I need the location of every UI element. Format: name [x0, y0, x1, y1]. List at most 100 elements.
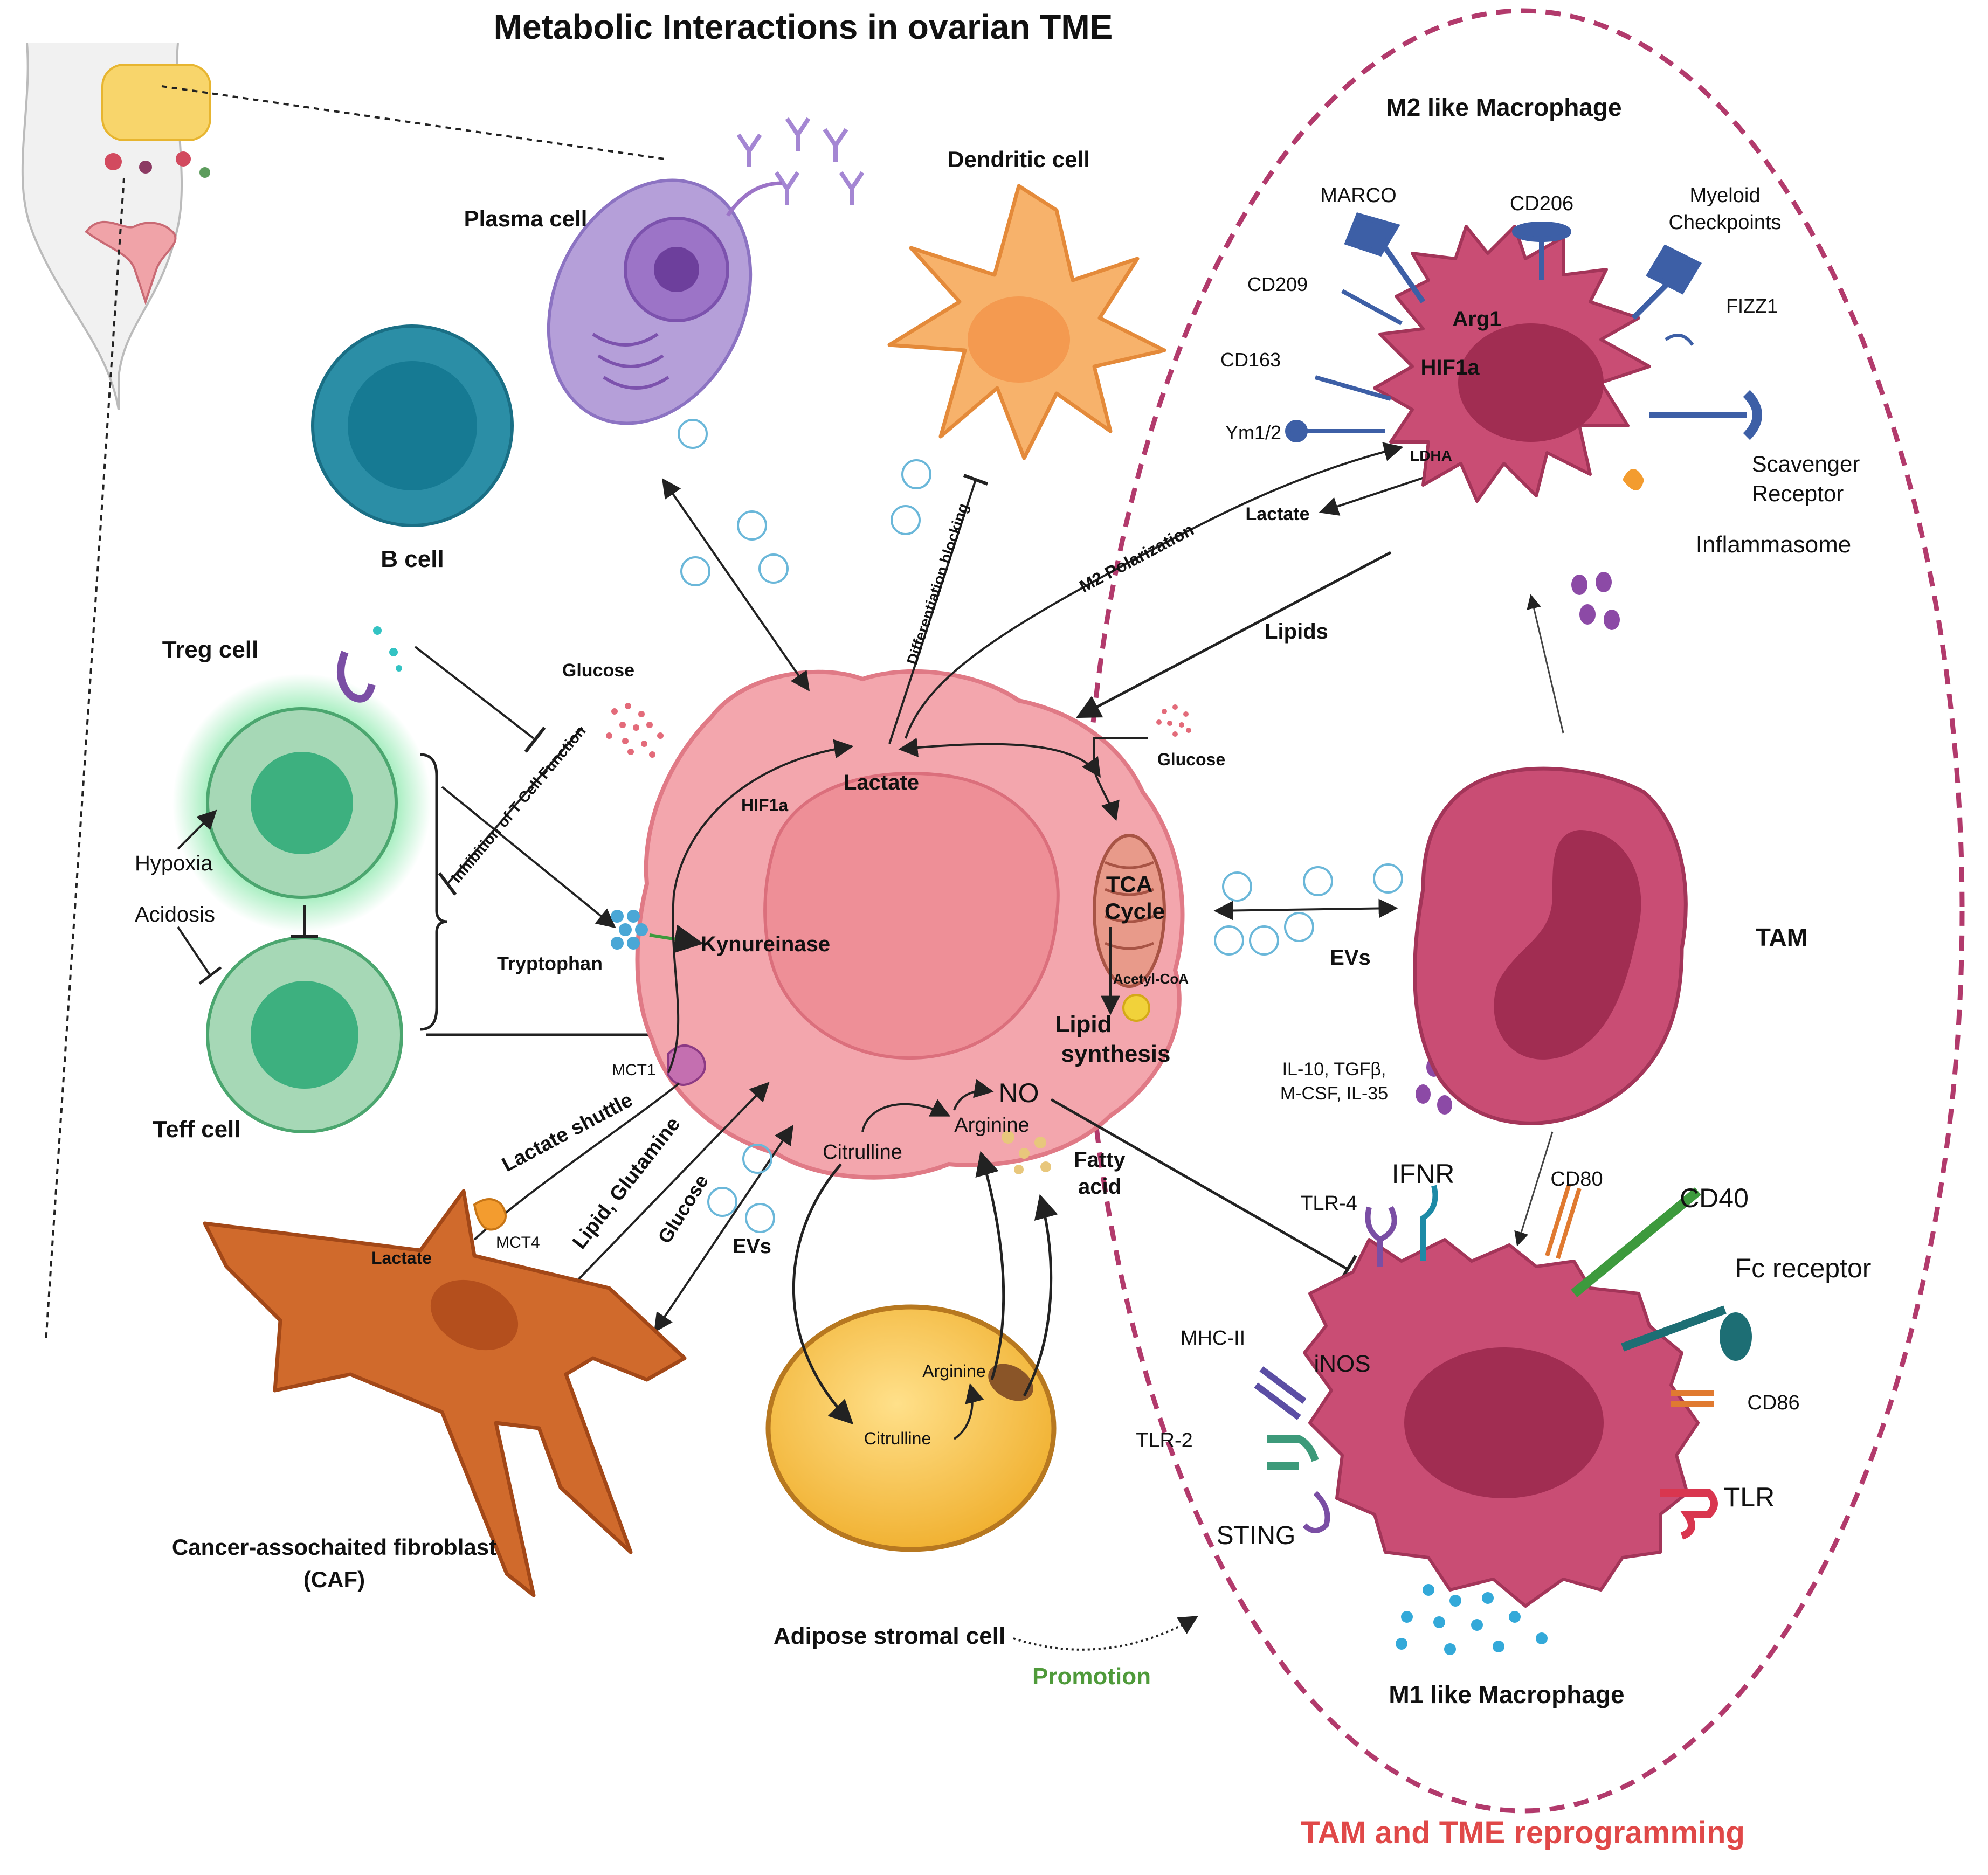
- tryptophan-to-kynureinase-arrow: [649, 924, 704, 954]
- diff-blocking-tbar: [963, 474, 989, 486]
- acidosis-label: Acidosis: [135, 903, 215, 926]
- citrulline-to-arginine-arrow: [861, 1099, 951, 1132]
- marker-ldha: LDHA: [1410, 447, 1452, 464]
- m1-secretion-dots: [1396, 1584, 1548, 1655]
- adipose-arginine-to-tumor-arrow: [975, 1151, 1005, 1380]
- marker-cd80: CD80: [1550, 1168, 1603, 1191]
- citrulline-adipose-label: Citrulline: [864, 1429, 931, 1448]
- marker-cd40: CD40: [1680, 1183, 1749, 1213]
- glucose-dots-top: [606, 703, 664, 758]
- mitochondrion: [1093, 834, 1166, 988]
- m1-receptors: [1254, 1185, 1752, 1540]
- marker-myeloid-2: Checkpoints: [1668, 211, 1781, 234]
- kynureinase-molecule: [611, 910, 648, 950]
- inhibition-tcell-label: Inhibition of T Cell Function: [448, 722, 589, 885]
- m2-receptors: [1285, 212, 1762, 442]
- glucose-caf-arrow: [653, 1125, 794, 1333]
- m2-polarization-arrow: [905, 442, 1404, 739]
- tca-label-2: Cycle: [1105, 898, 1165, 924]
- zoom-line-top: [161, 85, 669, 161]
- marker-cd86: CD86: [1747, 1392, 1799, 1414]
- lipid-synthesis-label-1: Lipid: [1055, 1011, 1112, 1037]
- adipose-fatty-acid-arrow: [1023, 1194, 1058, 1397]
- lipid-synthesis-label-2: synthesis: [1061, 1041, 1171, 1067]
- fatty-acid-label-2: acid: [1078, 1175, 1121, 1199]
- hif1a-tumor-label: HIF1a: [741, 795, 788, 815]
- teff-cell-label: Teff cell: [153, 1116, 240, 1143]
- marker-inflammasome: Inflammasome: [1696, 531, 1852, 558]
- marker-ym: Ym1/2: [1225, 421, 1281, 444]
- no-inhibits-m1-line: [1050, 1098, 1349, 1271]
- plasma-cell: [547, 178, 753, 425]
- glucose-right-label: Glucose: [1157, 750, 1225, 769]
- treg-inhibition-tbar: [524, 727, 546, 753]
- treg-cell-label: Treg cell: [162, 636, 259, 663]
- tam-to-m2-arrow: [1527, 594, 1564, 734]
- marker-fizz1: FIZZ1: [1726, 295, 1778, 317]
- kynureinase-label: Kynureinase: [701, 932, 830, 956]
- marker-mhc2: MHC-II: [1181, 1327, 1245, 1350]
- inhibition-tcell-line: [446, 727, 583, 885]
- marker-scavenger-1: Scavenger: [1752, 451, 1860, 476]
- plasma-cell-label: Plasma cell: [464, 206, 588, 231]
- lactate-shuttle-arrow: [667, 739, 854, 1073]
- tumor-cell: [635, 669, 1185, 1180]
- citrulline-to-arginine-adipose-arrow: [953, 1383, 984, 1440]
- tam-reprogramming-label: TAM and TME reprogramming: [1301, 1815, 1745, 1850]
- tca-to-lactate-arrow: [898, 738, 1101, 778]
- ev-icons: [678, 419, 1403, 1233]
- adipose-cell: [765, 1304, 1057, 1552]
- evs-bottom-label: EVs: [733, 1235, 771, 1258]
- marker-tlr2: TLR-2: [1136, 1429, 1193, 1452]
- marker-ifnr: IFNR: [1392, 1159, 1455, 1189]
- mct4-label: MCT4: [496, 1234, 540, 1251]
- fatty-acid-dots: [1002, 1131, 1051, 1174]
- marker-tlr: TLR: [1724, 1482, 1775, 1512]
- treg-inhibition-line: [414, 646, 535, 739]
- teff-cell: [206, 936, 403, 1133]
- caf-abbr-label: (CAF): [303, 1567, 365, 1592]
- tumor-citrulline-to-adipose-arrow: [792, 1163, 854, 1425]
- marker-myeloid-1: Myeloid: [1690, 184, 1761, 207]
- marker-cd206: CD206: [1510, 192, 1573, 215]
- lactate-m2-label: Lactate: [1245, 504, 1309, 524]
- antibody-icons: [726, 117, 865, 217]
- m2-macrophage: [1373, 225, 1651, 503]
- fatty-acid-label-1: Fatty: [1074, 1148, 1126, 1172]
- m1-label: M1 like Macrophage: [1389, 1680, 1624, 1708]
- arginine-adipose-label: Arginine: [922, 1361, 985, 1381]
- evs-right-label: EVs: [1330, 946, 1371, 970]
- tumor-tam-evs-arrow: [1213, 898, 1398, 921]
- marker-scavenger-2: Receptor: [1752, 481, 1844, 506]
- body-silhouette-illustration: [21, 43, 211, 410]
- tam-cell: [1413, 766, 1688, 1125]
- b-cell: [311, 324, 514, 527]
- acetyl-coa-label: Acetyl-CoA: [1113, 971, 1189, 987]
- glucose-caf-label: Glucose: [653, 1171, 713, 1247]
- m2-lactate-arrow: [1319, 473, 1434, 516]
- adipose-label: Adipose stromal cell: [774, 1623, 1005, 1649]
- hypoxia-to-treg-arrow: [177, 809, 217, 850]
- promotion-arrow: [1013, 1616, 1199, 1651]
- caf-label: Cancer-assochaited fibroblast: [172, 1534, 496, 1560]
- glucose-top-label: Glucose: [562, 660, 634, 681]
- promotion-label: Promotion: [1032, 1663, 1151, 1690]
- marker-sting: STING: [1217, 1521, 1296, 1550]
- marker-fc: Fc receptor: [1735, 1253, 1872, 1283]
- citrulline-tumor-label: Citrulline: [823, 1141, 902, 1164]
- treg-cell: [172, 626, 431, 932]
- m2-label: M2 like Macrophage: [1386, 93, 1621, 121]
- lipid-droplet: [1122, 994, 1150, 1022]
- glucose-dots-right: [1156, 704, 1191, 737]
- marker-hif1a: HIF1a: [1421, 356, 1480, 379]
- tryptophan-label: Tryptophan: [497, 952, 603, 974]
- cytokine-dots-top: [1571, 572, 1620, 630]
- treg-to-kynureinase-arrow: [441, 786, 616, 929]
- lactate-shuttle-label: Lactate shuttle: [499, 1089, 637, 1177]
- arginine-to-no-arrow: [953, 1078, 994, 1111]
- marker-arg1: Arg1: [1452, 307, 1501, 331]
- tam-label: TAM: [1756, 923, 1807, 951]
- marker-inos: iNOS: [1314, 1351, 1370, 1377]
